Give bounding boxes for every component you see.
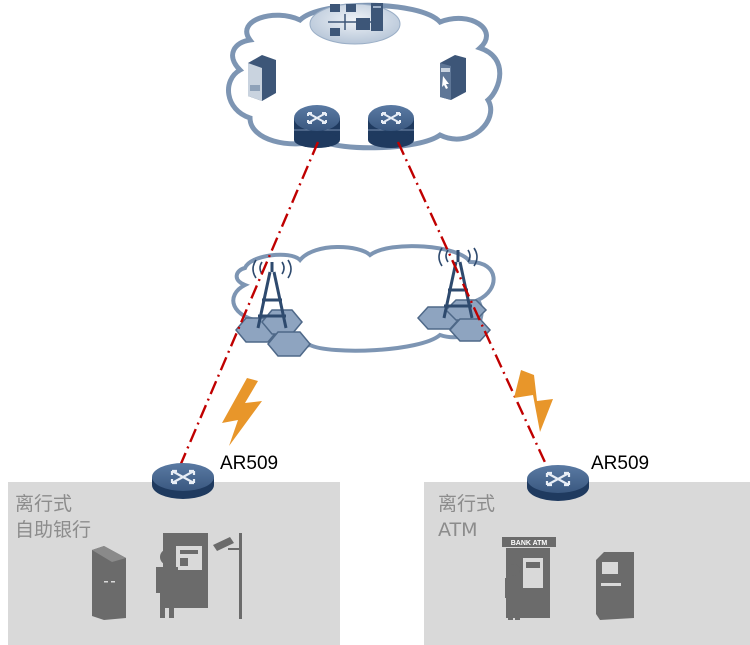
bank-atm-sign: BANK ATM — [511, 540, 548, 547]
site-label-self-service-line2: 自助银行 — [15, 519, 92, 541]
lightning-right-icon — [514, 370, 553, 432]
atm-machine-icon — [596, 552, 634, 620]
cctv-camera-icon — [213, 533, 242, 619]
link-core-to-left-cpe — [178, 141, 320, 467]
ar509-left-icon — [152, 463, 214, 499]
core-router-1-icon — [294, 105, 340, 148]
ar509-right-label: AR509 — [591, 453, 650, 474]
person-at-bank-atm-icon: BANK ATM — [502, 537, 556, 620]
lightning-left-icon — [222, 378, 262, 446]
person-at-atm-icon — [156, 533, 208, 618]
ar509-left-label: AR509 — [220, 453, 279, 474]
core-router-2-icon — [368, 105, 414, 148]
site-label-atm-line1: 离行式 — [438, 493, 496, 515]
site-label-atm-line2: ATM — [438, 519, 478, 541]
lan-pcs-cluster-icon — [309, 3, 401, 45]
management-terminal-icon — [440, 55, 466, 100]
site-box-atm — [424, 482, 750, 645]
ar509-right-icon — [527, 465, 589, 501]
kiosk-icon — [92, 546, 126, 620]
link-core-to-right-cpe — [396, 141, 556, 483]
cell-tower-1-icon — [252, 259, 292, 329]
cell-hex-left — [235, 309, 311, 357]
site-label-self-service-line1: 离行式 — [15, 493, 73, 515]
server-icon — [248, 55, 276, 101]
